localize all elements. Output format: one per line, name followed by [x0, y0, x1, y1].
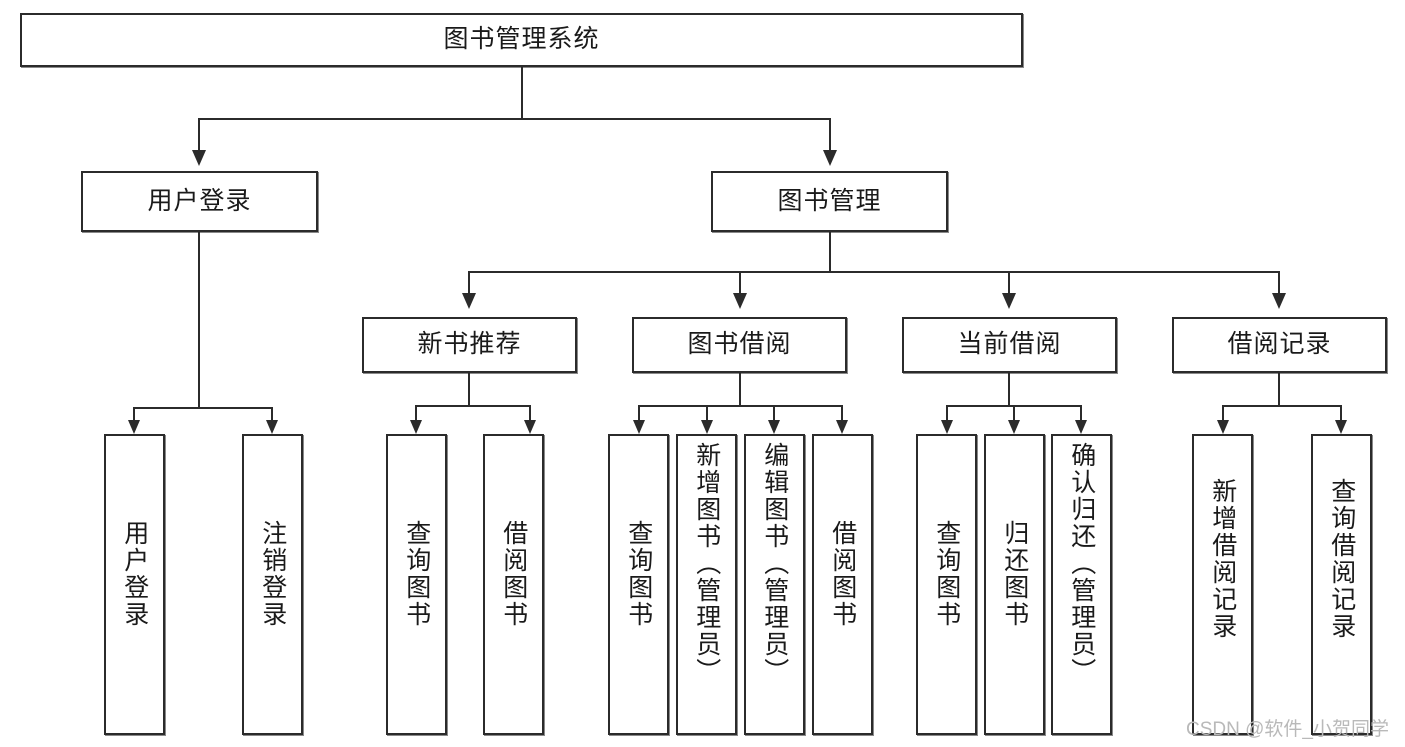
leaf-add-borrow-record[interactable]: 新增借阅记录: [1192, 434, 1253, 735]
connector-user-login-stem: [198, 232, 200, 409]
node-current-borrow[interactable]: 当前借阅: [902, 317, 1117, 373]
node-label: 当前借阅: [957, 330, 1062, 359]
arrow-borrow-record-to-leaf-2: [1335, 420, 1347, 434]
node-label: 查询图书: [932, 520, 961, 628]
node-label: 注销登录: [258, 520, 287, 628]
connector-book-borrow-bus: [638, 405, 843, 407]
connector-book-management-bus: [468, 271, 1280, 273]
connector-bm-to-book-borrow: [739, 271, 741, 295]
connector-root-to-user-login: [198, 118, 200, 152]
connector-borrow-record-stem: [1278, 373, 1280, 407]
node-label: 用户登录: [147, 186, 252, 215]
arrow-bm-to-book-borrow: [733, 293, 747, 309]
arrow-current-borrow-to-leaf-2: [1008, 420, 1020, 434]
leaf-user-login[interactable]: 用户登录: [104, 434, 165, 735]
connector-new-book-to-leaf-2: [529, 405, 531, 423]
node-label: 查询图书: [402, 520, 431, 628]
connector-current-borrow-to-leaf-2: [1013, 405, 1015, 423]
connector-book-borrow-to-leaf-1: [638, 405, 640, 423]
connector-bm-to-current-borrow: [1008, 271, 1010, 295]
arrow-current-borrow-to-leaf-3: [1075, 420, 1087, 434]
connector-current-borrow-to-leaf-3: [1080, 405, 1082, 423]
connector-bm-to-borrow-record: [1278, 271, 1280, 295]
node-label: 查询借阅记录: [1327, 478, 1356, 640]
node-label: 新书推荐: [417, 330, 522, 359]
leaf-query-book-current[interactable]: 查询图书: [916, 434, 977, 735]
node-label: 新增借阅记录: [1208, 478, 1237, 640]
connector-user-login-to-leaf-1: [133, 407, 135, 423]
connector-new-book-stem: [468, 373, 470, 407]
connector-book-management-stem: [829, 232, 831, 272]
node-borrow-record[interactable]: 借阅记录: [1172, 317, 1387, 373]
connector-root-to-book-management: [829, 118, 831, 152]
node-label: 归还图书: [1000, 520, 1029, 628]
leaf-return-book[interactable]: 归还图书: [984, 434, 1045, 735]
arrow-book-borrow-to-leaf-2: [701, 420, 713, 434]
arrow-root-to-user-login: [192, 150, 206, 166]
connector-root-stem: [521, 67, 523, 119]
node-label: 图书借阅: [687, 330, 792, 359]
arrow-book-borrow-to-leaf-4: [836, 420, 848, 434]
connector-book-borrow-to-leaf-2: [706, 405, 708, 423]
leaf-query-book-recommend[interactable]: 查询图书: [386, 434, 447, 735]
node-label: 借阅图书: [499, 520, 528, 628]
node-root-book-management-system[interactable]: 图书管理系统: [20, 13, 1023, 67]
arrow-user-login-to-leaf-2: [266, 420, 278, 434]
arrow-book-borrow-to-leaf-1: [633, 420, 645, 434]
connector-root-bus: [198, 118, 831, 120]
connector-user-login-bus: [133, 407, 272, 409]
leaf-query-book-borrow[interactable]: 查询图书: [608, 434, 669, 735]
arrow-current-borrow-to-leaf-1: [941, 420, 953, 434]
node-label: 新增图书（管理员）: [692, 442, 721, 685]
node-book-borrow[interactable]: 图书借阅: [632, 317, 847, 373]
connector-book-borrow-to-leaf-3: [773, 405, 775, 423]
node-new-book-recommend[interactable]: 新书推荐: [362, 317, 577, 373]
csdn-watermark: CSDN @软件_小贺同学: [1186, 719, 1389, 740]
leaf-borrow-book-borrow[interactable]: 借阅图书: [812, 434, 873, 735]
node-label: 编辑图书（管理员）: [760, 442, 789, 685]
node-label: 用户登录: [120, 520, 149, 628]
node-label: 图书管理: [777, 186, 882, 215]
leaf-logout-login[interactable]: 注销登录: [242, 434, 303, 735]
node-label: 借阅记录: [1227, 330, 1332, 359]
arrow-user-login-to-leaf-1: [128, 420, 140, 434]
node-user-login[interactable]: 用户登录: [81, 171, 318, 232]
arrow-new-book-to-leaf-2: [524, 420, 536, 434]
connector-user-login-to-leaf-2: [271, 407, 273, 423]
leaf-edit-book-admin[interactable]: 编辑图书（管理员）: [744, 434, 805, 735]
arrow-book-borrow-to-leaf-3: [768, 420, 780, 434]
connector-bm-to-new-book: [468, 271, 470, 295]
arrow-root-to-book-management: [823, 150, 837, 166]
leaf-query-borrow-record[interactable]: 查询借阅记录: [1311, 434, 1372, 735]
connector-new-book-bus: [415, 405, 531, 407]
connector-borrow-record-to-leaf-1: [1222, 405, 1224, 423]
node-label: 确认归还（管理员）: [1067, 442, 1096, 685]
node-label: 图书管理系统: [443, 25, 600, 54]
leaf-add-book-admin[interactable]: 新增图书（管理员）: [676, 434, 737, 735]
connector-borrow-record-to-leaf-2: [1340, 405, 1342, 423]
connector-book-borrow-to-leaf-4: [841, 405, 843, 423]
arrow-new-book-to-leaf-1: [410, 420, 422, 434]
arrow-borrow-record-to-leaf-1: [1217, 420, 1229, 434]
connector-current-borrow-to-leaf-1: [946, 405, 948, 423]
connector-current-borrow-stem: [1008, 373, 1010, 407]
node-book-management[interactable]: 图书管理: [711, 171, 948, 232]
node-label: 查询图书: [624, 520, 653, 628]
leaf-confirm-return-admin[interactable]: 确认归还（管理员）: [1051, 434, 1112, 735]
arrow-bm-to-new-book: [462, 293, 476, 309]
arrow-bm-to-borrow-record: [1272, 293, 1286, 309]
connector-book-borrow-stem: [739, 373, 741, 407]
connector-new-book-to-leaf-1: [415, 405, 417, 423]
connector-borrow-record-bus: [1222, 405, 1342, 407]
leaf-borrow-book-recommend[interactable]: 借阅图书: [483, 434, 544, 735]
arrow-bm-to-current-borrow: [1002, 293, 1016, 309]
node-label: 借阅图书: [828, 520, 857, 628]
